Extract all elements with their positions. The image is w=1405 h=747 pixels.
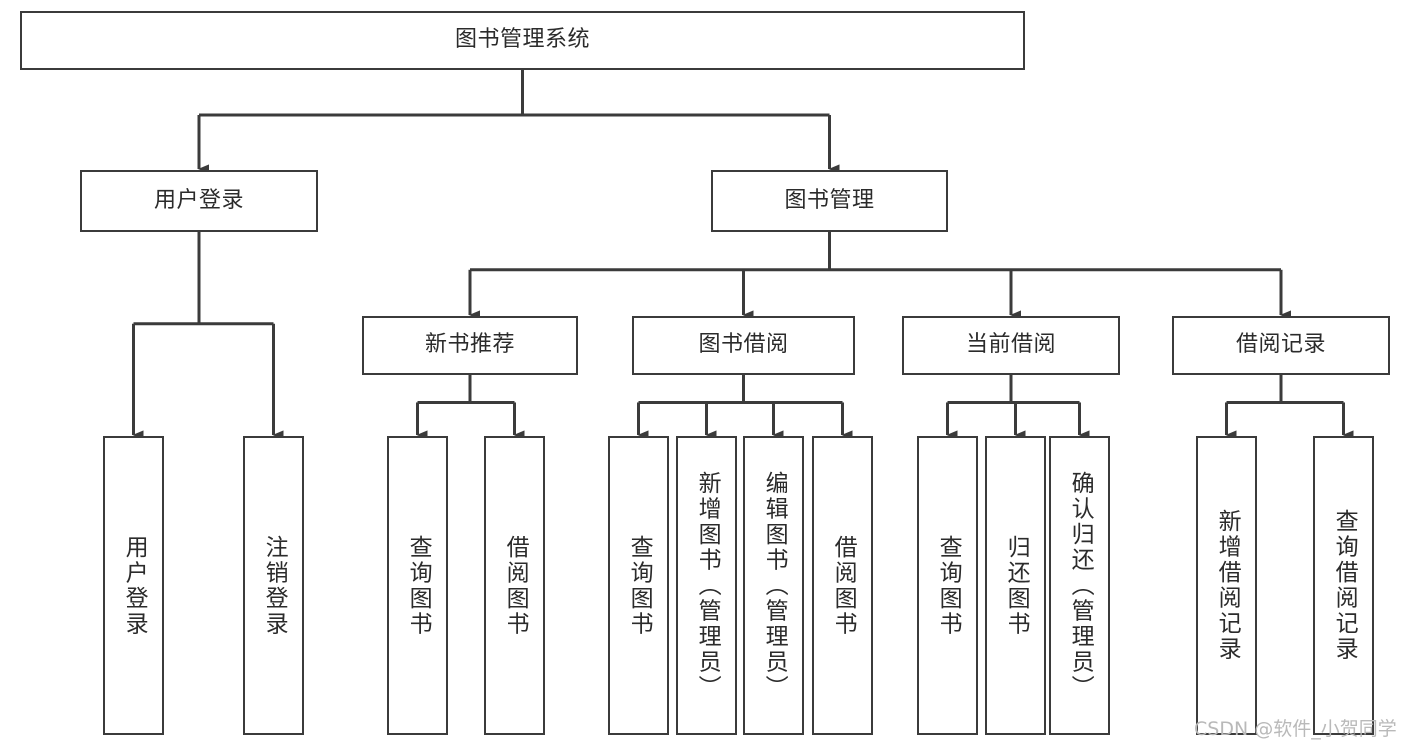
node-label: 注销登录 — [261, 534, 288, 637]
node-label: 查询图书 — [935, 534, 962, 637]
node-label: 图书管理 — [784, 187, 875, 213]
node-label: 借阅记录 — [1235, 332, 1326, 358]
node-current-borrow[interactable]: 当前借阅 — [902, 316, 1120, 375]
leaf-add-book-admin[interactable]: 新增图书（管理员） — [676, 436, 737, 735]
node-root[interactable]: 图书管理系统 — [20, 11, 1025, 70]
node-label: 借阅图书 — [830, 534, 857, 637]
node-user-login-module[interactable]: 用户登录 — [80, 170, 318, 232]
node-label: 查询借阅记录 — [1331, 509, 1358, 662]
node-label: 新增图书（管理员） — [694, 470, 721, 701]
node-new-book-recommend[interactable]: 新书推荐 — [362, 316, 578, 375]
node-label: 编辑图书（管理员） — [761, 470, 788, 701]
node-label: 用户登录 — [153, 187, 244, 213]
leaf-logout[interactable]: 注销登录 — [243, 436, 304, 735]
node-label: 查询图书 — [405, 534, 432, 637]
node-label: 图书管理系统 — [454, 27, 590, 53]
node-borrow-record[interactable]: 借阅记录 — [1172, 316, 1390, 375]
leaf-add-borrow-record[interactable]: 新增借阅记录 — [1196, 436, 1257, 735]
node-label: 查询图书 — [626, 534, 653, 637]
node-book-borrow[interactable]: 图书借阅 — [632, 316, 855, 375]
leaf-edit-book-admin[interactable]: 编辑图书（管理员） — [743, 436, 804, 735]
node-label: 用户登录 — [121, 534, 148, 637]
leaf-query-book-current[interactable]: 查询图书 — [917, 436, 978, 735]
leaf-query-book-borrow[interactable]: 查询图书 — [608, 436, 669, 735]
leaf-query-borrow-record[interactable]: 查询借阅记录 — [1313, 436, 1374, 735]
node-book-management-module[interactable]: 图书管理 — [711, 170, 948, 232]
leaf-return-book[interactable]: 归还图书 — [985, 436, 1046, 735]
node-label: 新书推荐 — [424, 332, 515, 358]
leaf-confirm-return-admin[interactable]: 确认归还（管理员） — [1049, 436, 1110, 735]
node-label: 借阅图书 — [502, 534, 529, 637]
leaf-borrow-book[interactable]: 借阅图书 — [812, 436, 873, 735]
leaf-query-book-recommend[interactable]: 查询图书 — [387, 436, 448, 735]
node-label: 归还图书 — [1003, 534, 1030, 637]
leaf-user-login[interactable]: 用户登录 — [103, 436, 164, 735]
node-label: 确认归还（管理员） — [1067, 470, 1094, 701]
node-label: 当前借阅 — [965, 332, 1056, 358]
node-label: 图书借阅 — [698, 332, 789, 358]
leaf-borrow-book-recommend[interactable]: 借阅图书 — [484, 436, 545, 735]
node-label: 新增借阅记录 — [1214, 509, 1241, 662]
